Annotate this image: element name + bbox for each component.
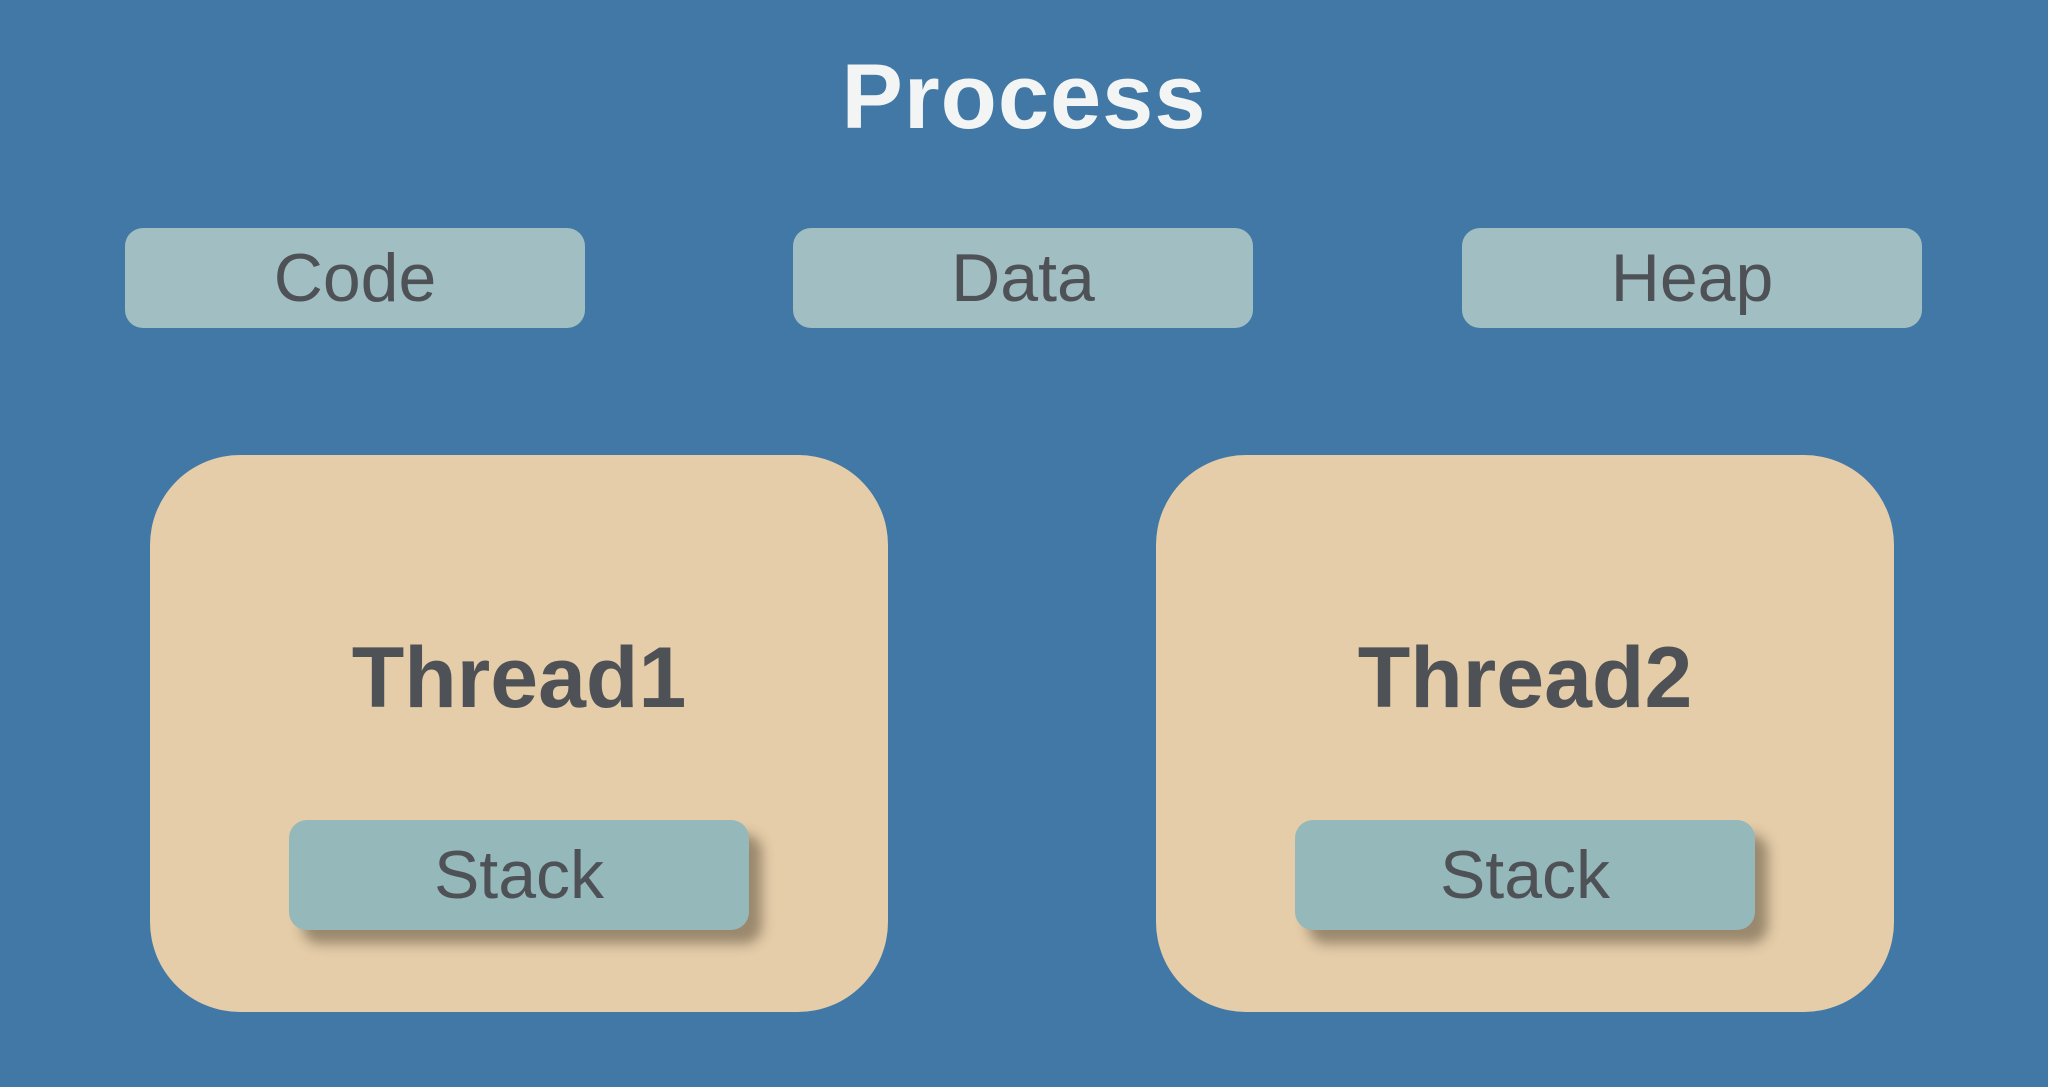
thread1-stack-label: Stack [433, 837, 605, 913]
heap-segment-label: Heap [1610, 240, 1774, 316]
thread1-label: Thread1 [351, 630, 687, 726]
thread2-stack-label: Stack [1439, 837, 1611, 913]
heap-segment-box: Heap [1462, 228, 1922, 328]
process-title: Process [841, 46, 1207, 148]
data-segment-box: Data [793, 228, 1253, 328]
thread1-box: Thread1 Stack [150, 455, 888, 1012]
data-segment-label: Data [951, 240, 1095, 316]
thread2-label: Thread2 [1357, 630, 1693, 726]
thread1-stack-box: Stack [289, 820, 749, 930]
thread2-box: Thread2 Stack [1156, 455, 1894, 1012]
thread2-stack-box: Stack [1295, 820, 1755, 930]
code-segment-label: Code [273, 240, 437, 316]
code-segment-box: Code [125, 228, 585, 328]
